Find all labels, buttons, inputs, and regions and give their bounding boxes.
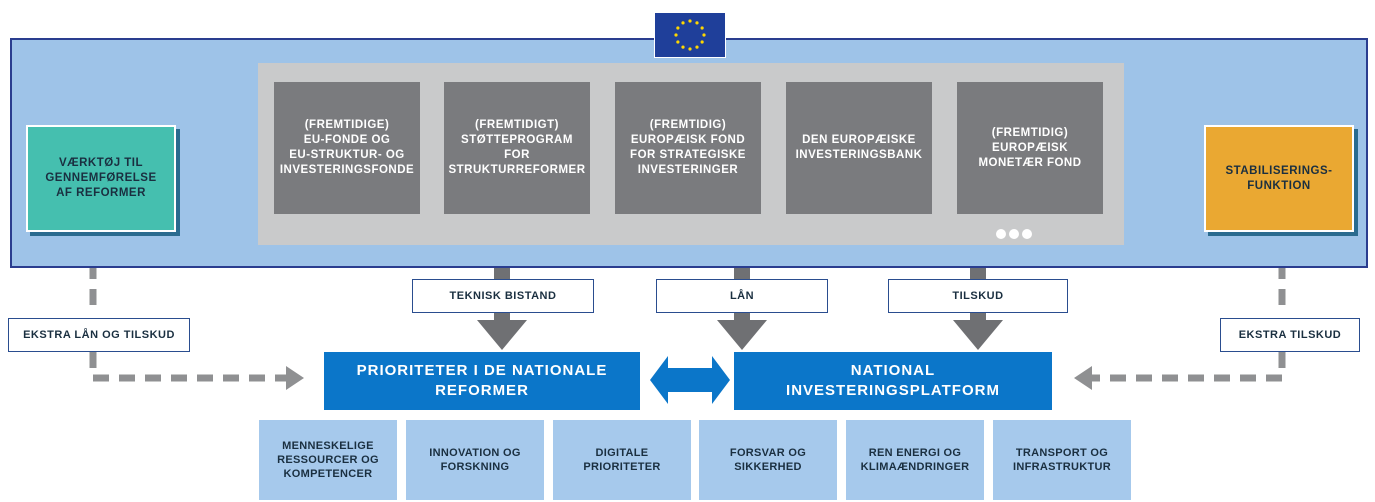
- priority-label: TRANSPORT OG INFRASTRUKTUR: [1012, 447, 1111, 473]
- label-tilskud: TILSKUD: [888, 279, 1068, 313]
- label-ekstra-tilskud: EKSTRA TILSKUD: [1220, 318, 1360, 352]
- target-investment-platform: NATIONAL INVESTERINGSPLATFORM: [734, 352, 1052, 410]
- double-arrow-icon: [650, 356, 730, 404]
- priority-digital: DIGITALE PRIORITETER: [553, 420, 691, 500]
- eu-star-icon: [695, 45, 699, 49]
- reform-tool-box: VÆRKTØJ TIL GENNEMFØRELSE AF REFORMER: [26, 125, 176, 232]
- stabilisation-label: STABILISERINGS- FUNKTION: [1225, 164, 1333, 192]
- target-label: PRIORITETER I DE NATIONALE REFORMER: [356, 362, 608, 399]
- label-lan: LÅN: [656, 279, 828, 313]
- reform-tool-label: VÆRKTØJ TIL GENNEMFØRELSE AF REFORMER: [45, 157, 157, 199]
- eu-box-eu-funds: (FREMTIDIGE) EU-FONDE OG EU-STRUKTUR- OG…: [274, 82, 420, 214]
- eu-star-icon: [674, 33, 678, 37]
- priority-label: INNOVATION OG FORSKNING: [429, 447, 521, 473]
- eu-star-icon: [700, 26, 704, 30]
- eu-flag-icon: [654, 12, 726, 58]
- eu-box-strategic-fund: (FREMTIDIG) EUROPÆISK FOND FOR STRATEGIS…: [615, 82, 761, 214]
- label-ekstra-lan: EKSTRA LÅN OG TILSKUD: [8, 318, 190, 352]
- target-national-reforms: PRIORITETER I DE NATIONALE REFORMER: [324, 352, 640, 410]
- priority-transport: TRANSPORT OG INFRASTRUKTUR: [993, 420, 1131, 500]
- label-text: TEKNISK BISTAND: [449, 290, 557, 302]
- eu-star-icon: [681, 45, 685, 49]
- arrow-right-icon: [286, 366, 304, 390]
- priority-label: FORSVAR OG SIKKERHED: [729, 447, 807, 473]
- ellipsis-icon: [996, 226, 1040, 239]
- priority-defence: FORSVAR OG SIKKERHED: [699, 420, 837, 500]
- label-teknisk-bistand: TEKNISK BISTAND: [412, 279, 594, 313]
- eu-star-icon: [695, 21, 699, 25]
- eu-box-text: (FREMTIDIG) EUROPÆISK FOND FOR STRATEGIS…: [630, 119, 746, 176]
- target-label: NATIONAL INVESTERINGSPLATFORM: [786, 362, 1000, 399]
- priority-label: DIGITALE PRIORITETER: [583, 447, 661, 473]
- eu-box-monetary-fund: (FREMTIDIG) EUROPÆISK MONETÆR FOND: [957, 82, 1103, 214]
- eu-star-icon: [676, 26, 680, 30]
- arrow-left-icon: [1074, 366, 1092, 390]
- eu-box-investment-bank: DEN EUROPÆISKE INVESTERINGSBANK: [786, 82, 932, 214]
- eu-star-icon: [702, 33, 706, 37]
- arrow-down-icon: [717, 313, 767, 350]
- stabilisation-box: STABILISERINGS- FUNKTION: [1204, 125, 1354, 232]
- arrow-down-icon: [953, 313, 1003, 350]
- eu-star-icon: [676, 40, 680, 44]
- priority-label: MENNESKELIGE RESSOURCER OG KOMPETENCER: [277, 440, 379, 480]
- eu-star-icon: [681, 21, 685, 25]
- label-text: LÅN: [729, 290, 755, 302]
- eu-box-text: DEN EUROPÆISKE INVESTERINGSBANK: [795, 134, 923, 161]
- eu-box-text: (FREMTIDIG) EUROPÆISK MONETÆR FOND: [978, 126, 1082, 169]
- priority-human-resources: MENNESKELIGE RESSOURCER OG KOMPETENCER: [259, 420, 397, 500]
- priority-innovation: INNOVATION OG FORSKNING: [406, 420, 544, 500]
- priority-label: REN ENERGI OG KLIMAÆNDRINGER: [860, 447, 970, 473]
- label-text: EKSTRA LÅN OG TILSKUD: [23, 329, 175, 341]
- eu-star-icon: [688, 47, 692, 51]
- eu-star-icon: [700, 40, 704, 44]
- label-text: TILSKUD: [952, 290, 1004, 302]
- eu-box-support-program: (FREMTIDIGT) STØTTEPROGRAM FOR STRUKTURR…: [444, 82, 590, 214]
- label-text: EKSTRA TILSKUD: [1238, 329, 1342, 341]
- priority-clean-energy: REN ENERGI OG KLIMAÆNDRINGER: [846, 420, 984, 500]
- arrow-down-icon: [477, 313, 527, 350]
- eu-star-icon: [688, 19, 692, 23]
- eu-box-text: (FREMTIDIGT) STØTTEPROGRAM FOR STRUKTURR…: [448, 119, 586, 176]
- eu-box-text: (FREMTIDIGE) EU-FONDE OG EU-STRUKTUR- OG…: [279, 119, 415, 176]
